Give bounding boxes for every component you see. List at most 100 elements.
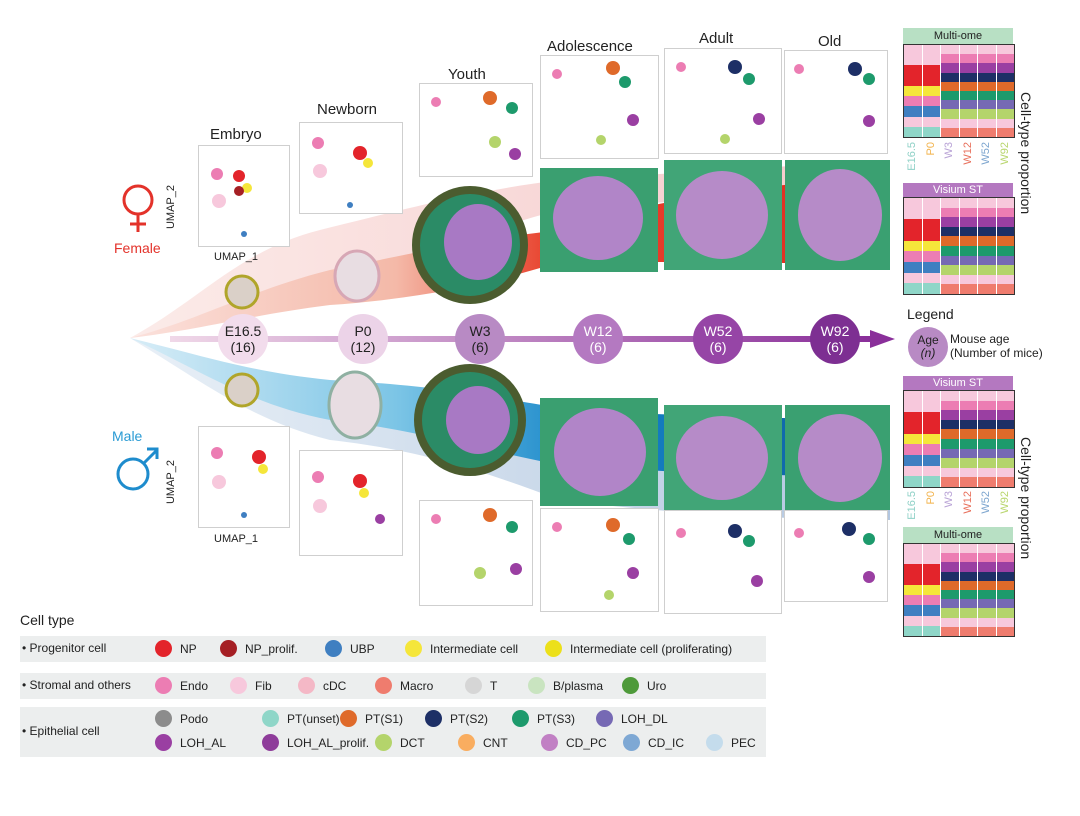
bar-segment <box>978 562 996 572</box>
proportion-bar <box>922 544 941 636</box>
bar-segment <box>922 198 940 209</box>
bar-segment <box>941 100 959 110</box>
bar-segment <box>904 55 922 66</box>
cell-type-item: DCT <box>375 734 425 751</box>
proportion-bar <box>904 45 923 137</box>
bar-segment <box>978 553 996 563</box>
cell-type-item: Uro <box>622 677 666 694</box>
bar-segment <box>904 85 922 97</box>
bar-segment <box>959 458 977 468</box>
bar-segment <box>941 391 959 401</box>
cell-type-label: NP <box>180 641 197 656</box>
bar-segment <box>922 544 940 555</box>
bar-segment <box>996 245 1014 256</box>
bar-segment <box>941 419 959 430</box>
bar-segment <box>904 574 922 585</box>
cell-type-label: Intermediate cell <box>430 641 519 656</box>
bar-segment <box>904 116 922 127</box>
proportion-bar <box>959 45 978 138</box>
bar-segment <box>904 251 922 263</box>
bar-segment <box>959 429 977 439</box>
bar-segment <box>978 626 996 637</box>
bar-segment <box>941 109 959 119</box>
timepoint-label: W92 <box>820 323 850 339</box>
bar-segment <box>959 91 977 101</box>
bar-segment <box>904 262 922 273</box>
cell-type-proportion-label-male: Cell-type proportion <box>1018 437 1034 560</box>
umap-x-label-male: UMAP_1 <box>214 533 259 545</box>
proportion-bar <box>941 544 960 637</box>
bar-segment <box>941 284 959 294</box>
bar-segment <box>922 85 940 97</box>
proportion-bar <box>978 544 997 637</box>
bar-segment <box>922 615 940 626</box>
bar-segment <box>959 236 977 246</box>
bar-segment <box>996 608 1014 618</box>
bar-segment <box>978 429 996 439</box>
timepoint-label: P0 <box>354 323 372 339</box>
stage-title-newborn: Newborn <box>317 101 378 118</box>
bar-segment <box>922 564 940 575</box>
bar-segment <box>922 595 940 606</box>
cell-type-item: Intermediate cell (proliferating) <box>545 640 732 657</box>
timepoint-label: W12 <box>583 323 613 339</box>
cell-type-label: Intermediate cell (proliferating) <box>570 641 733 656</box>
cell-type-item: LOH_DL <box>596 710 668 727</box>
cell-type-label: cDC <box>323 678 347 693</box>
bar-segment <box>959 571 977 581</box>
bar-segment <box>922 584 940 596</box>
bar-segment <box>922 283 940 295</box>
cell-type-group-row <box>20 673 766 699</box>
multiome-title-male: Multi-ome <box>903 527 1013 543</box>
bar-segment <box>941 448 959 459</box>
umap-female-adult <box>664 48 782 154</box>
cell-type-label: UBP <box>350 641 375 656</box>
bar-segment <box>996 458 1014 468</box>
proportion-bar <box>996 544 1014 637</box>
timepoint-w3: W3(6) <box>455 314 505 364</box>
bar-segment <box>996 81 1014 92</box>
male-label: Male <box>112 428 143 444</box>
cell-type-item: LOH_AL <box>155 734 226 751</box>
umap-male-old <box>784 510 888 602</box>
timepoint-count: (6) <box>589 339 607 355</box>
timepoint-w52: W52(6) <box>693 314 743 364</box>
bar-segment <box>941 608 959 618</box>
bar-label: W92 <box>998 142 1011 165</box>
cell-type-item: Endo <box>155 677 208 694</box>
bar-segment <box>904 433 922 445</box>
proportion-bar <box>922 45 941 137</box>
cell-type-dot-icon <box>596 710 613 727</box>
bar-segment <box>904 96 922 107</box>
umap-female-old <box>784 50 888 154</box>
cell-type-dot-icon <box>706 734 723 751</box>
cell-type-dot-icon <box>545 640 562 657</box>
visium-title-female: Visium ST <box>903 183 1013 197</box>
cell-type-dot-icon <box>155 677 172 694</box>
bar-segment <box>978 236 996 246</box>
bar-label: W12 <box>961 142 974 165</box>
bar-segment <box>978 245 996 256</box>
cell-type-item: LOH_AL_prolif. <box>262 734 369 751</box>
legend-line2: (Number of mice) <box>950 346 1043 360</box>
bar-segment <box>922 455 940 466</box>
bar-segment <box>959 410 977 420</box>
cell-type-dot-icon <box>458 734 475 751</box>
proportion-bar <box>941 45 960 138</box>
female-symbol-icon <box>122 184 154 232</box>
bar-segment <box>904 126 922 137</box>
bar-segment <box>996 265 1014 275</box>
legend-n: (n) <box>920 346 936 360</box>
umap-male-adult <box>664 510 782 614</box>
umap-y-label-female: UMAP_2 <box>165 185 177 230</box>
proportion-bar <box>941 198 960 294</box>
bar-segment <box>922 423 940 434</box>
cell-type-label: DCT <box>400 735 425 750</box>
cell-type-dot-icon <box>512 710 529 727</box>
bar-segment <box>922 230 940 241</box>
stage-title-adolescence: Adolescence <box>547 38 633 55</box>
proportion-bar <box>978 45 997 138</box>
bar-segment <box>941 198 959 208</box>
bar-segment <box>904 595 922 606</box>
bar-segment <box>941 400 959 411</box>
